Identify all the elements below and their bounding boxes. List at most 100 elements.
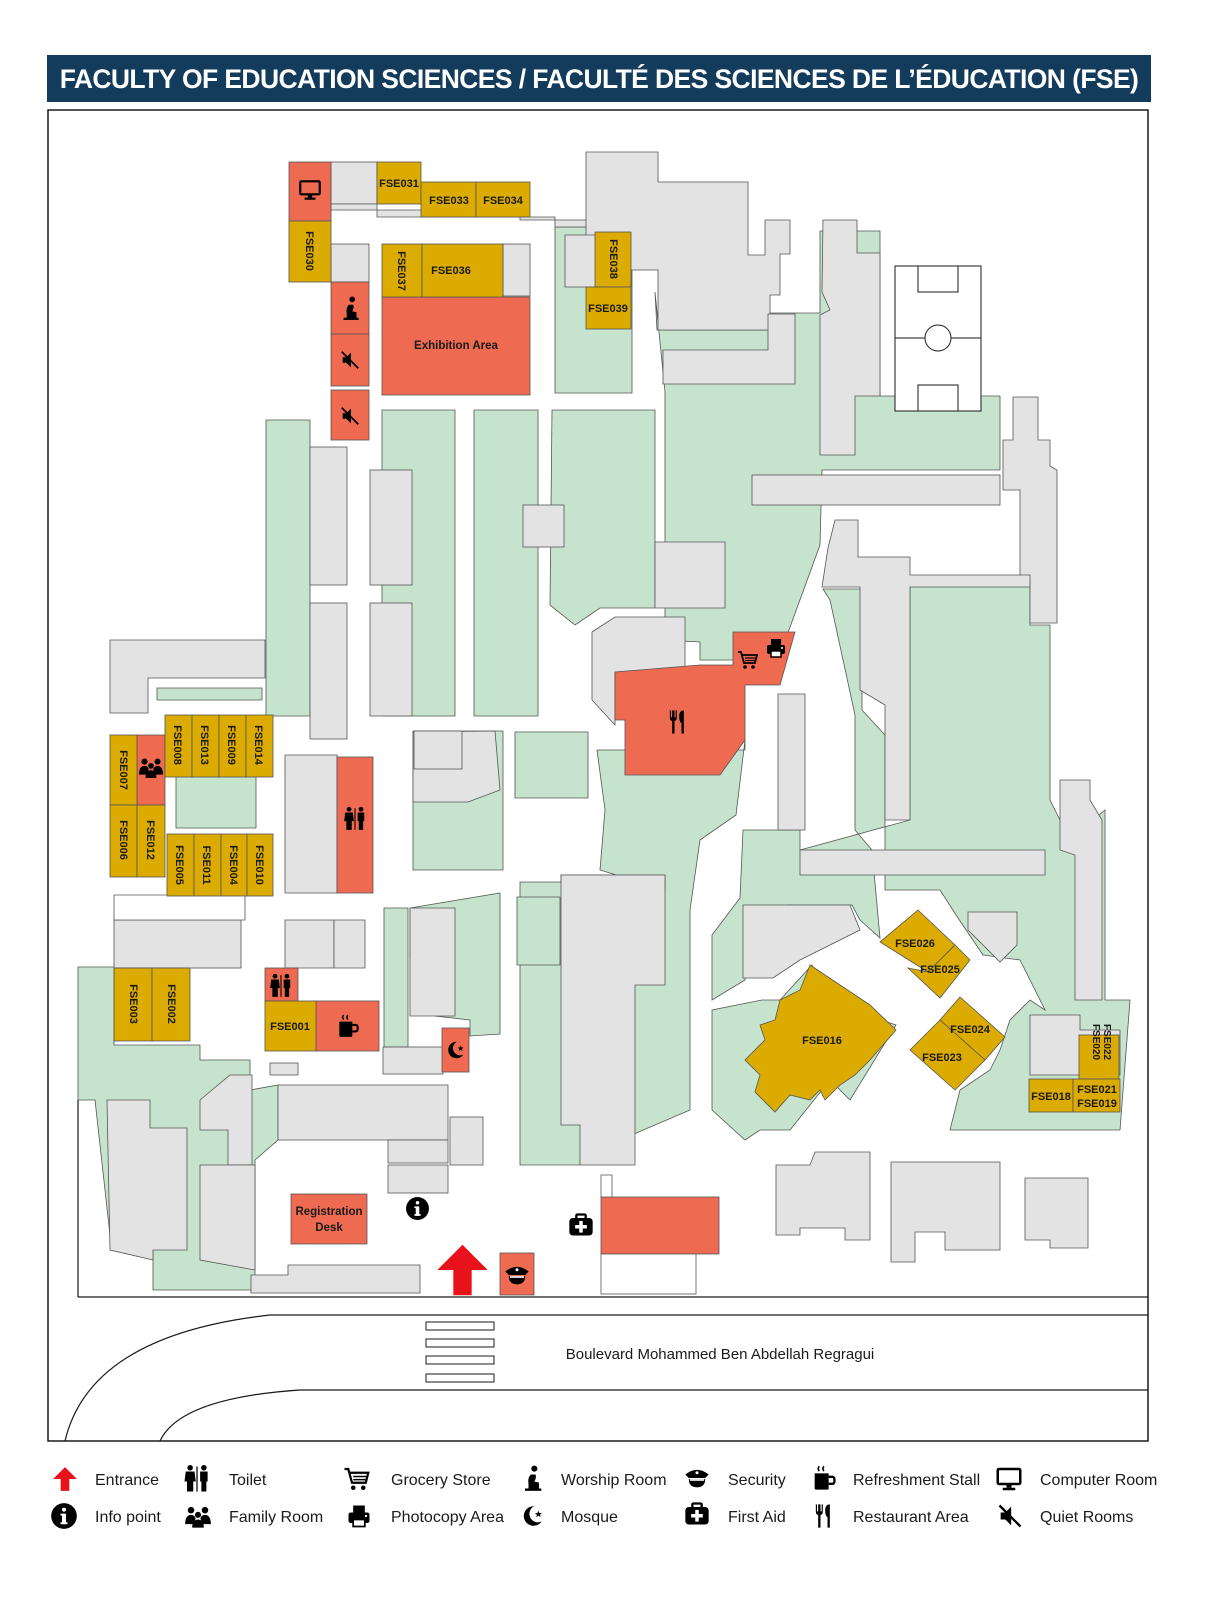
exhibition-label: Exhibition Area <box>414 340 499 352</box>
room-label: FSE031 <box>379 178 419 190</box>
room-FSE030 <box>288 220 332 283</box>
room-label: FSE009 <box>225 725 237 765</box>
room-label: FSE021 <box>1077 1084 1117 1096</box>
restaurant-icon <box>815 1504 830 1528</box>
room-FSE013 <box>191 714 220 778</box>
room-label: FSE002 <box>165 984 177 1024</box>
room-FSE012 <box>136 804 166 878</box>
room-label: FSE030 <box>303 231 315 271</box>
entrance-icon <box>53 1467 77 1491</box>
room-label: FSE023 <box>922 1052 962 1064</box>
legend-label: Security <box>728 1472 786 1489</box>
room-FSE002 <box>151 967 191 1042</box>
room-label: FSE003 <box>127 984 139 1024</box>
room-FSE036 <box>421 243 504 298</box>
room-FSE022-020 <box>1078 1034 1120 1080</box>
registration-desk <box>290 1193 368 1245</box>
room-FSE037 <box>381 243 423 298</box>
room-FSE038 <box>594 231 632 288</box>
legend-label: Quiet Rooms <box>1040 1509 1133 1526</box>
room-label: FSE036 <box>431 265 471 277</box>
legend-label: Info point <box>95 1509 161 1526</box>
room-FSE014 <box>245 714 274 778</box>
legend-label: Entrance <box>95 1472 159 1489</box>
room-label: FSE022 <box>1101 1024 1112 1061</box>
room-FSE005 <box>166 833 195 897</box>
room-FSE034 <box>475 181 531 218</box>
room-FSE023 <box>909 1019 986 1091</box>
legend-label: Photocopy Area <box>391 1509 504 1526</box>
room-FSE033 <box>420 181 477 218</box>
room-label: FSE010 <box>253 845 265 885</box>
room-FSE021-019 <box>1072 1078 1121 1113</box>
room-label: FSE025 <box>920 964 960 976</box>
room-label: FSE024 <box>950 1024 991 1036</box>
room-label: FSE039 <box>588 303 628 315</box>
legend-label: Refreshment Stall <box>853 1472 980 1489</box>
title-bar: FACULTY OF EDUCATION SCIENCES / FACULTÉ … <box>47 55 1151 102</box>
computer-room <box>288 161 332 222</box>
room-FSE007 <box>109 734 138 806</box>
mosque <box>441 1027 470 1073</box>
room-FSE031 <box>376 161 422 205</box>
room-label: FSE001 <box>270 1021 310 1033</box>
room-label: FSE033 <box>429 195 469 207</box>
refreshment-icon <box>813 1465 836 1491</box>
toilet-icon <box>184 1465 208 1492</box>
exhibition-area <box>381 296 531 396</box>
room-label: FSE016 <box>802 1035 842 1047</box>
room-FSE006 <box>109 804 138 878</box>
room-label: FSE012 <box>144 820 156 860</box>
mosque-icon <box>523 1506 542 1526</box>
photocopy-icon <box>347 1504 371 1528</box>
legend-label: Restaurant Area <box>853 1509 969 1526</box>
legend-label: Grocery Store <box>391 1472 491 1489</box>
room-FSE039 <box>585 286 632 330</box>
buildings <box>106 151 1121 1294</box>
crosswalk <box>425 1321 495 1383</box>
worship-icon <box>525 1465 542 1491</box>
legend-label: First Aid <box>728 1509 786 1526</box>
legend-label: Mosque <box>561 1509 618 1526</box>
room-FSE011 <box>193 833 222 897</box>
room-label: FSE038 <box>607 239 619 279</box>
room-FSE008 <box>164 714 193 778</box>
room-label: FSE020 <box>1090 1024 1101 1061</box>
room-label: FSE006 <box>117 820 129 860</box>
road <box>64 1100 1148 1442</box>
room-FSE025 <box>906 944 971 999</box>
legend-label: Family Room <box>229 1509 323 1526</box>
room-FSE010 <box>246 833 274 897</box>
room-label: FSE018 <box>1031 1091 1071 1103</box>
rooms <box>109 161 1121 1113</box>
legend-label: Computer Room <box>1040 1472 1157 1489</box>
legend-label: Toilet <box>229 1472 267 1489</box>
room-label: FSE013 <box>198 725 210 765</box>
legend-labels: Entrance Info point Toilet Family Room G… <box>95 1472 1157 1526</box>
sports-field <box>894 265 982 412</box>
family-icon <box>185 1506 211 1528</box>
room-label: FSE034 <box>483 195 524 207</box>
registration-label: Desk <box>315 1222 343 1234</box>
room-FSE016 <box>744 964 897 1113</box>
first-aid-icon <box>684 1502 710 1526</box>
room-label: FSE004 <box>227 845 239 886</box>
room-label: FSE026 <box>895 938 935 950</box>
info-icon <box>51 1503 77 1529</box>
room-FSE003 <box>113 967 153 1042</box>
room-FSE009 <box>218 714 247 778</box>
page-title: FACULTY OF EDUCATION SCIENCES / FACULTÉ … <box>59 64 1139 94</box>
room-label: FSE037 <box>395 251 407 291</box>
facilities <box>136 161 796 1296</box>
room-label: FSE014 <box>252 725 264 766</box>
room-label: FSE007 <box>117 750 129 790</box>
room-label: FSE019 <box>1077 1098 1117 1110</box>
quiet-icon <box>998 1504 1022 1528</box>
restaurant-area <box>614 631 796 776</box>
room-FSE018 <box>1028 1078 1074 1113</box>
legend-label: Worship Room <box>561 1472 667 1489</box>
grocery-icon <box>343 1467 370 1492</box>
room-label: FSE008 <box>171 725 183 765</box>
computer-icon <box>996 1467 1022 1492</box>
